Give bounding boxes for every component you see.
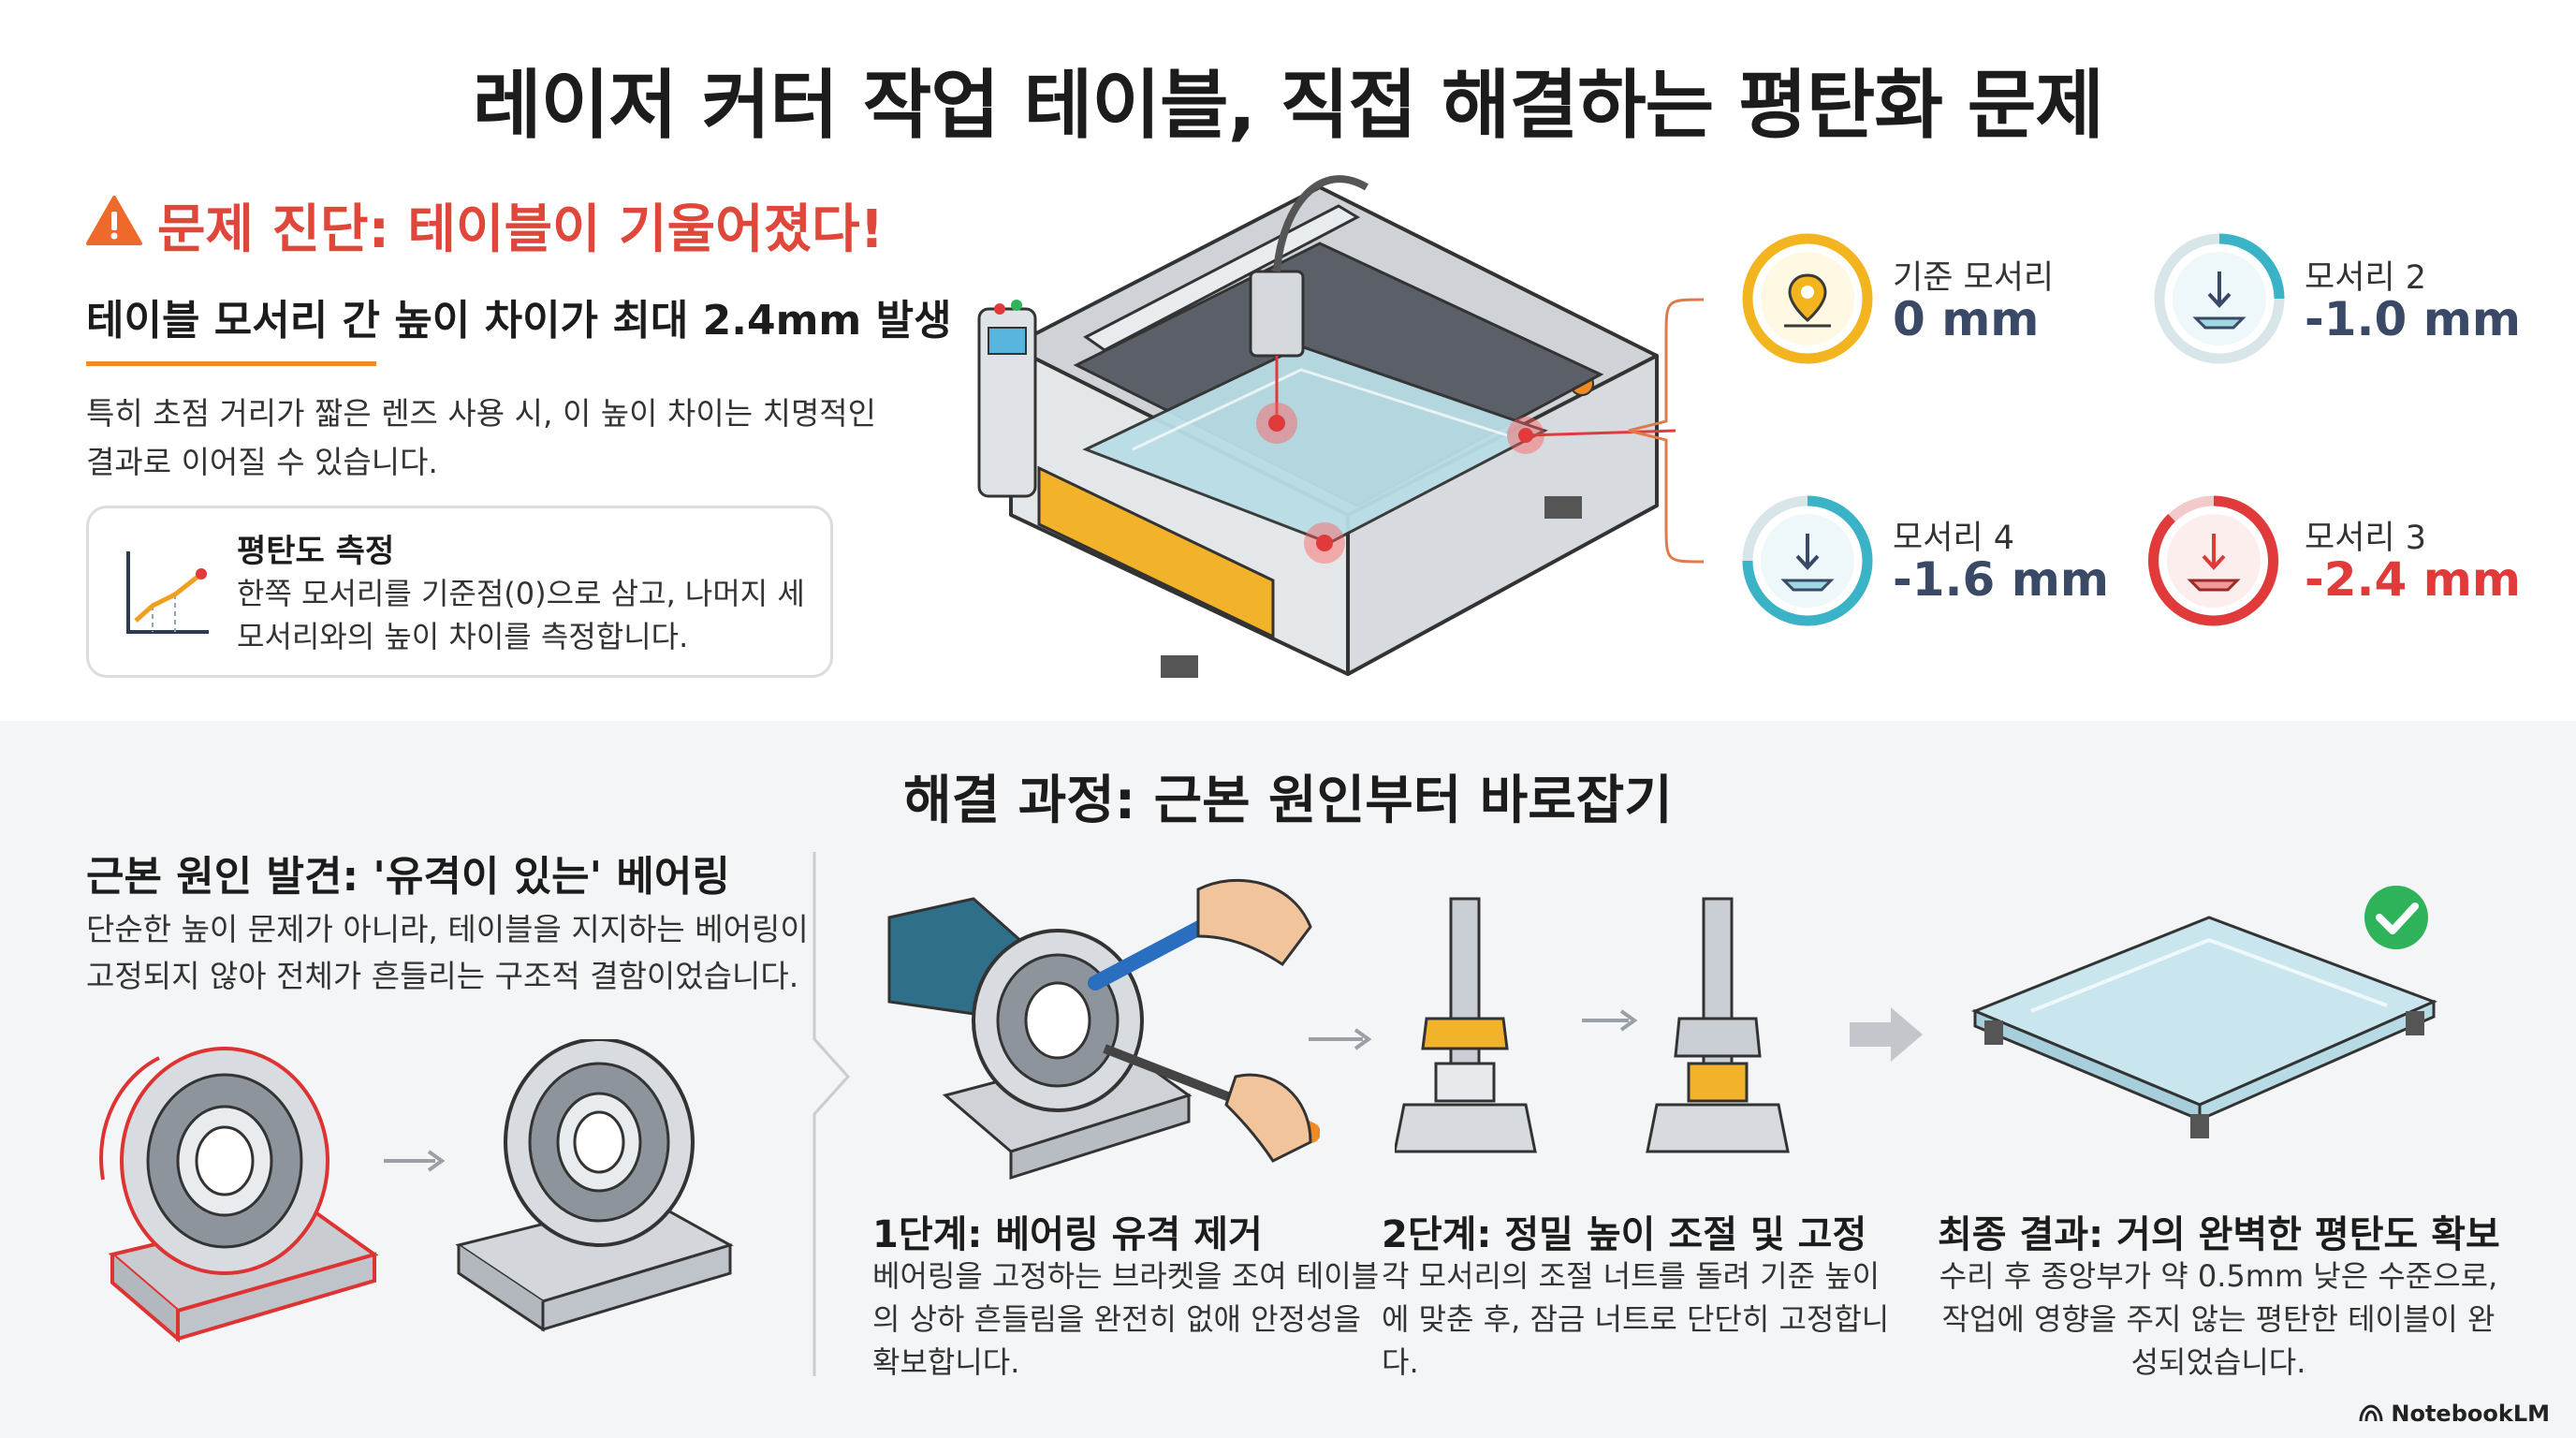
flat-glass-table-illustration	[1971, 886, 2437, 1138]
step-2-title: 2단계: 정밀 높이 조절 및 고정	[1382, 1213, 1867, 1256]
laser-cutter-illustration	[977, 175, 1676, 678]
notebooklm-logo-icon	[2359, 1404, 2383, 1422]
corner-4-label: 모서리 4	[1893, 520, 2014, 557]
corner-2-value: -1.0 mm	[2305, 292, 2521, 346]
root-cause-title: 근본 원인 발견: '유격이 있는' 베어링	[86, 853, 730, 901]
result-arrow-icon	[1850, 1007, 1923, 1062]
corner-3-label: 모서리 3	[2305, 520, 2426, 557]
bearing-before-after-illustration	[99, 1039, 734, 1343]
measure-card-body: 한쪽 모서리를 기준점(0)으로 삼고, 나머지 세 모서리와의 높이 차이를 …	[237, 576, 805, 654]
warning-icon	[86, 196, 142, 245]
corner-3-value: -2.4 mm	[2305, 552, 2521, 607]
step-1-body: 베어링을 고정하는 브라켓을 조여 테이블의 상하 흔들림을 완전히 없애 안정…	[872, 1258, 1380, 1380]
corner-1-gauge	[1742, 233, 1873, 364]
diagnosis-title: 문제 진단: 테이블이 기울어졌다!	[157, 199, 885, 260]
tightening-bracket-illustration	[887, 878, 1320, 1181]
step-1-title: 1단계: 베어링 유격 제거	[872, 1213, 1263, 1256]
check-icon	[2364, 886, 2428, 949]
corner-3-gauge	[2148, 495, 2279, 626]
line-chart-icon	[126, 551, 209, 634]
diagnosis-subtitle: 테이블 모서리 간 높이 차이가 최대 2.4mm 발생	[86, 297, 952, 345]
final-result-body: 수리 후 종앙부가 약 0.5mm 낮은 수준으로, 작업에 영향을 주지 않는…	[1939, 1258, 2498, 1380]
step-2-body: 각 모서리의 조절 너트를 돌려 기준 높이에 맞춘 후, 잠금 너트로 단단히…	[1382, 1258, 1890, 1380]
corner-bracket-connector	[1628, 298, 1705, 564]
corner-1-value: 0 mm	[1893, 292, 2040, 346]
diagnosis-body: 특히 초점 거리가 짧은 렌즈 사용 시, 이 높이 차이는 치명적인 결과로 …	[86, 395, 877, 480]
section-divider	[812, 852, 851, 1376]
brand-watermark: NotebookLM	[2359, 1401, 2550, 1427]
process-title: 해결 과정: 근본 원인부터 바로잡기	[903, 770, 1673, 831]
final-result-title: 최종 결과: 거의 완벽한 평탄도 확보	[1938, 1213, 2500, 1256]
corner-4-gauge	[1742, 495, 1873, 626]
adjusting-nut-illustration	[1395, 897, 1790, 1153]
step-arrow-icon	[1309, 1028, 1372, 1050]
measure-card: 평탄도 측정 한쪽 모서리를 기준점(0)으로 삼고, 나머지 세 모서리와의 …	[86, 506, 833, 678]
corner-4-value: -1.6 mm	[1893, 552, 2109, 607]
root-cause-body: 단순한 높이 문제가 아니라, 테이블을 지지하는 베어링이 고정되지 않아 전…	[86, 911, 809, 994]
subtitle-underline	[86, 361, 376, 366]
page-title: 레이저 커터 작업 테이블, 직접 해결하는 평탄화 문제	[473, 62, 2104, 149]
corner-2-label: 모서리 2	[2305, 259, 2426, 297]
measure-card-title: 평탄도 측정	[237, 533, 395, 570]
corner-1-label: 기준 모서리	[1893, 259, 2055, 297]
corner-2-gauge	[2154, 233, 2285, 364]
brand-label: NotebookLM	[2391, 1401, 2550, 1427]
